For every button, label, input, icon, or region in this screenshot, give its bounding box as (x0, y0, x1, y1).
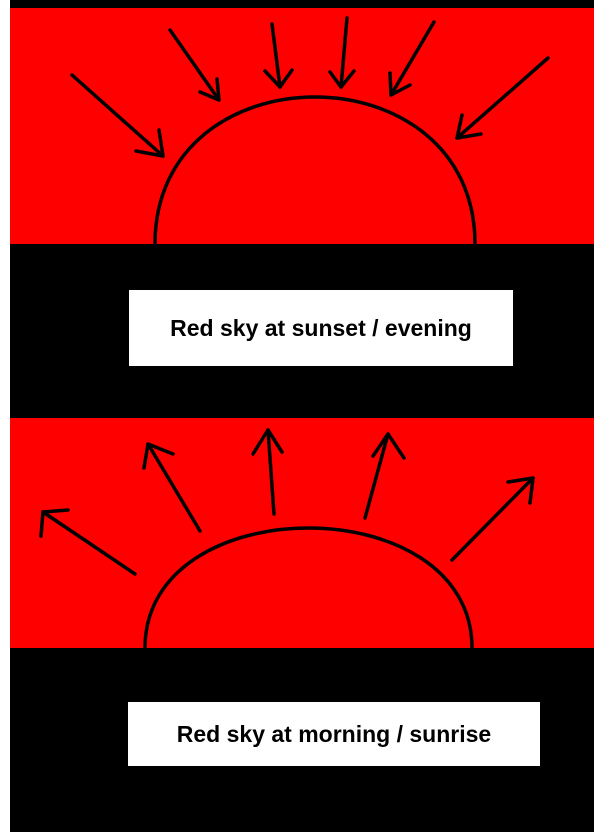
sunrise-panel: Red sky at morning / sunrise (10, 418, 594, 832)
sunrise-illustration (10, 418, 594, 832)
sunset-caption-box: Red sky at sunset / evening (129, 290, 513, 366)
sunrise-caption: Red sky at morning / sunrise (177, 721, 491, 748)
diagram-frame: Red sky at sunset / evening Red sky at m… (10, 0, 594, 832)
sunrise-red-sky (10, 418, 594, 648)
sunset-red-sky (10, 8, 594, 244)
sunrise-caption-box: Red sky at morning / sunrise (128, 702, 540, 766)
sunset-caption: Red sky at sunset / evening (170, 315, 472, 342)
sunset-panel: Red sky at sunset / evening (10, 8, 594, 415)
